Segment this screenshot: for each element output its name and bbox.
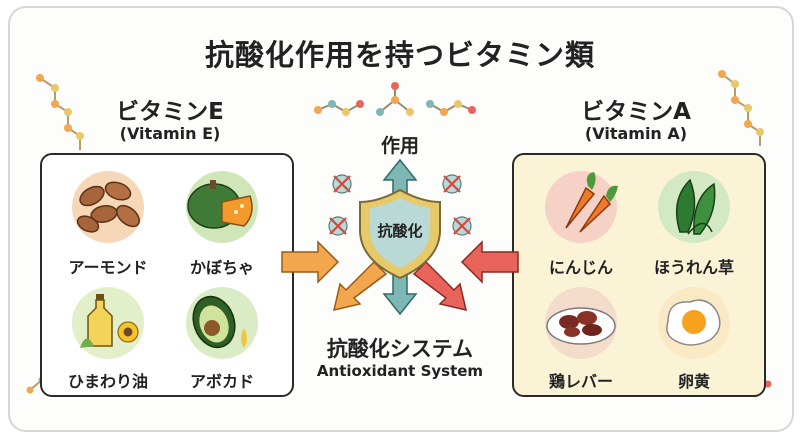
molecule-dots-top-right [718, 70, 764, 136]
egg-yolk-icon [658, 287, 730, 359]
spinach-icon [658, 171, 730, 243]
food-label-pumpkin: かぼちゃ [189, 258, 254, 277]
neutralized-radical-icon [452, 216, 472, 236]
neutralized-radical-icon [328, 216, 348, 236]
chicken-liver-icon [545, 287, 617, 359]
food-label-avocado: アボカド [189, 372, 254, 391]
food-label-spinach: ほうれん草 [653, 258, 734, 277]
pumpkin-icon [186, 171, 258, 243]
arrow-down-right [412, 260, 468, 312]
vitamin-a-subheading: (Vitamin A) [584, 124, 688, 143]
avocado-icon [186, 287, 258, 359]
system-label: 抗酸化システム [326, 337, 474, 361]
vitamin-e-heading: ビタミンE [116, 99, 224, 125]
shield-label: 抗酸化 [377, 222, 423, 240]
neutralized-radical-icon [332, 174, 352, 194]
page-title: 抗酸化作用を持つビタミン類 [204, 38, 595, 72]
food-label-egg-yolk: 卵黄 [677, 372, 710, 391]
neutralized-radical-icon [442, 174, 462, 194]
molecule-dots-top-center [314, 82, 476, 116]
food-label-almond: アーモンド [68, 258, 148, 277]
arrow-down-left [332, 260, 388, 312]
arrow-from-vitamin-e [281, 240, 340, 284]
almond-icon [72, 171, 144, 243]
food-label-carrot: にんじん [548, 258, 613, 277]
carrot-icon [545, 171, 618, 243]
molecule-dots-top-left [36, 74, 84, 140]
sunflower-oil-icon [72, 287, 144, 359]
food-label-chicken-liver: 鶏レバー [548, 372, 613, 391]
vitamin-a-heading: ビタミンA [581, 99, 691, 125]
vitamin-e-subheading: (Vitamin E) [119, 124, 221, 143]
system-label-en: Antioxidant System [316, 362, 484, 380]
food-label-sunflower-oil: ひまわり油 [67, 372, 148, 391]
arrow-from-vitamin-a [460, 240, 519, 284]
action-label: 作用 [380, 135, 419, 157]
